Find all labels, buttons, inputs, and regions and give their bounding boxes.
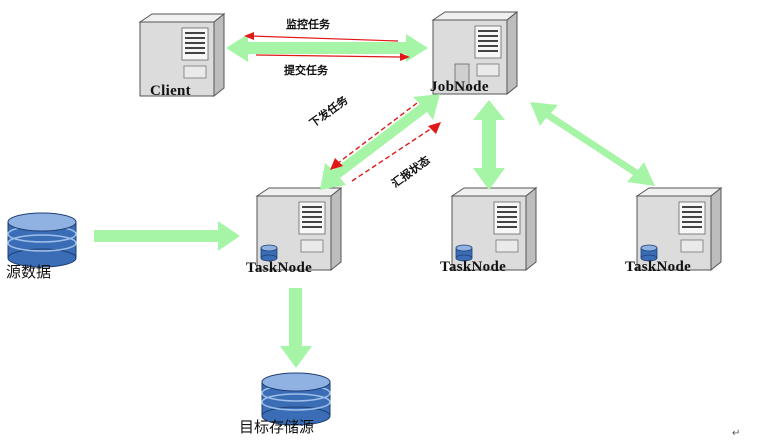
paragraph-return-mark: ↵ [732,428,741,439]
client-label: Client [150,83,191,99]
jobnode-label: JobNode [430,79,489,95]
monitor-task-signal-arrow [244,32,399,42]
jobnode-tasknode3-arrow [530,102,655,186]
tasknode-1-server-icon [256,187,342,271]
tasknode-2-server-icon [451,187,537,271]
tasknode-2-label: TaskNode [440,259,507,275]
jobnode-tasknode2-arrow [473,100,505,190]
submit-task-signal-arrow [255,53,410,61]
monitor-task-label: 监控任务 [286,18,330,31]
source-data-label: 源数据 [6,263,52,281]
tasknode-1-label: TaskNode [246,260,313,276]
client-jobnode-arrow [226,34,428,62]
report-status-signal-arrow [351,122,441,182]
tasknode-3-server-icon [636,187,722,271]
tasknode1-to-target-arrow [280,288,312,368]
source-to-tasknode1-arrow [94,221,240,251]
target-storage-database-icon [261,372,331,426]
submit-task-label: 提交任务 [284,64,328,77]
tasknode-3-label: TaskNode [625,259,692,275]
dispatch-task-signal-arrow [330,102,418,170]
target-storage-label: 目标存储源 [239,418,315,436]
jobnode-tasknode1-arrow [320,94,440,190]
jobnode-server-icon [432,11,518,95]
source-data-database-icon [7,212,77,268]
